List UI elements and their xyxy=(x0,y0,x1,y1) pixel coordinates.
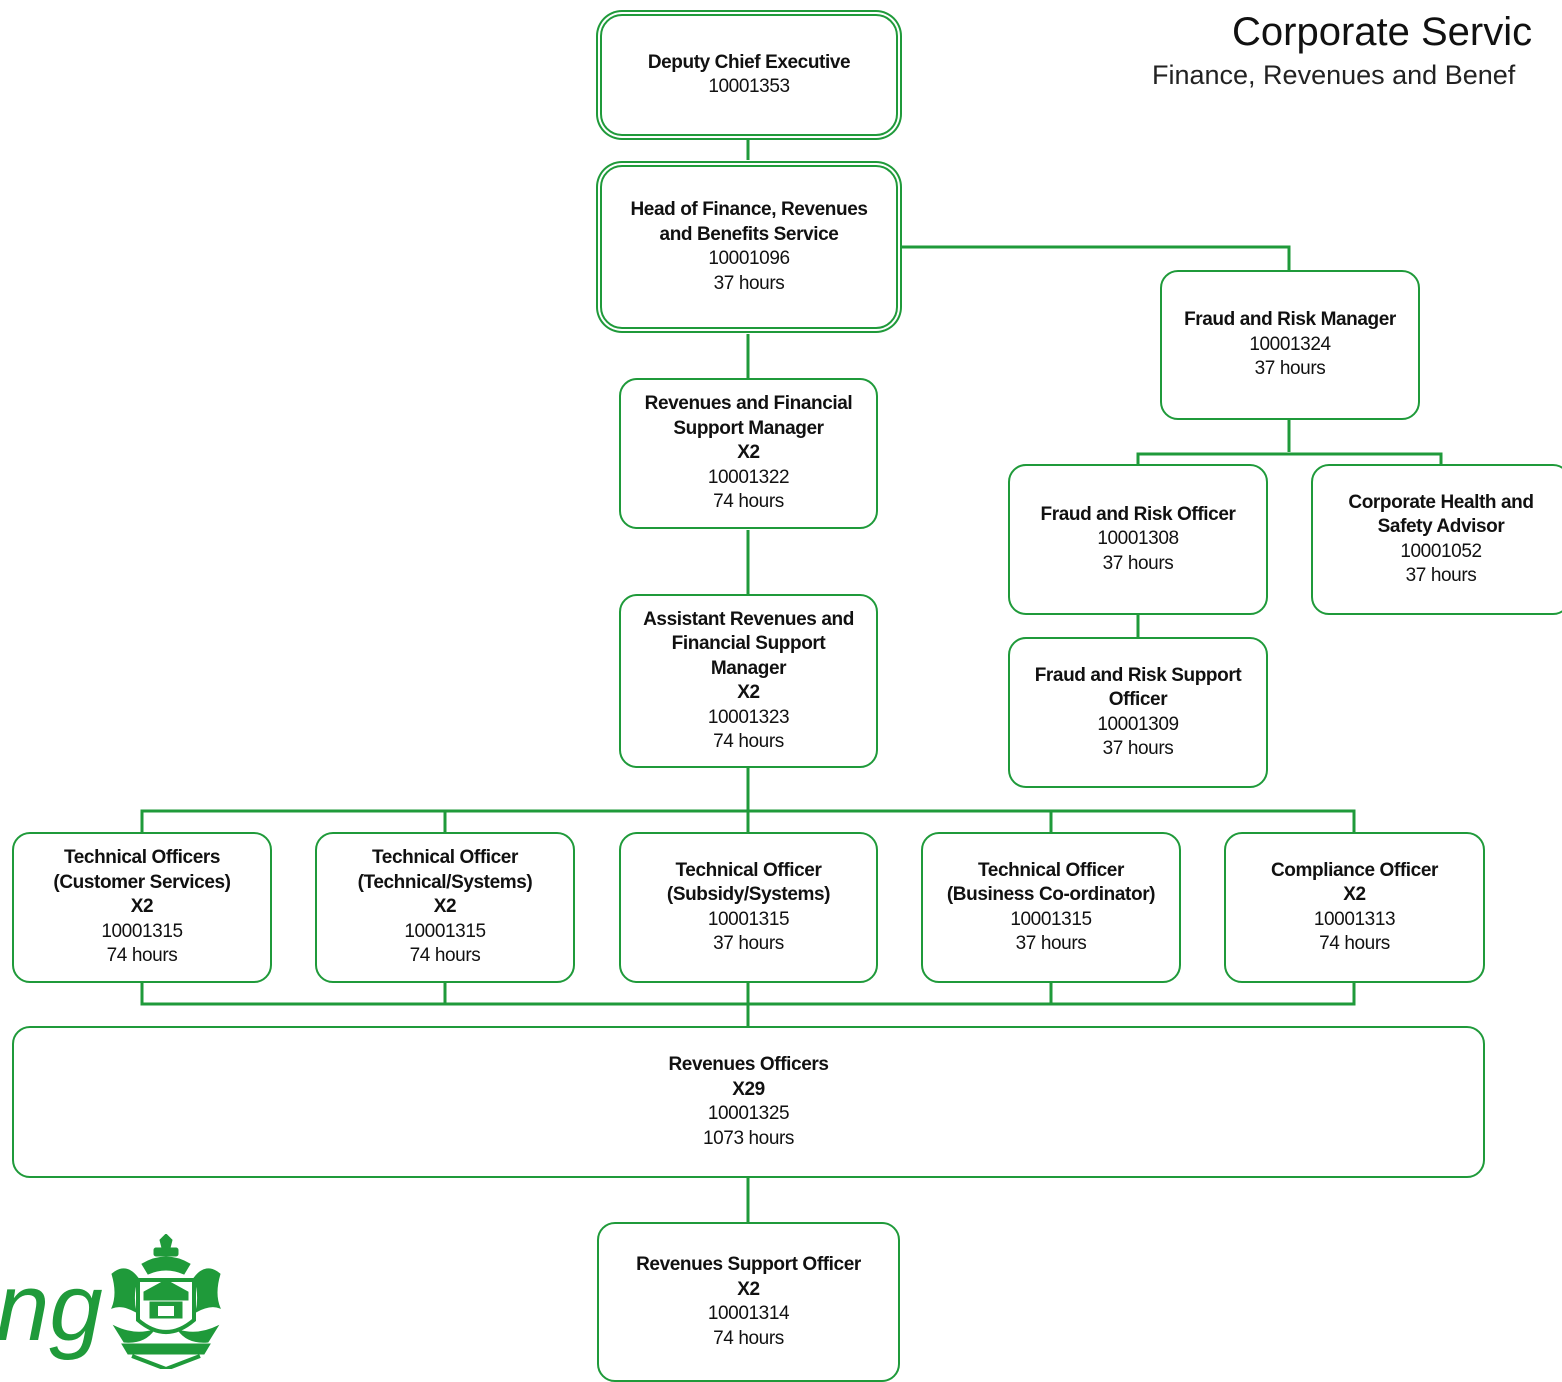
council-crest-icon xyxy=(111,1234,221,1369)
post-number: 10001096 xyxy=(708,248,790,269)
role-title-line-2: (Customer Services) xyxy=(53,871,231,893)
hours: 37 hours xyxy=(1015,933,1087,954)
role-title-line-1: Assistant Revenues and xyxy=(643,608,854,630)
hours: 1073 hours xyxy=(702,1127,795,1149)
post-number: 10001315 xyxy=(1010,908,1092,930)
org-box-assistant-revenues-manager: Assistant Revenues and Financial Support… xyxy=(619,594,878,768)
org-box-technical-officer-business-coordinator: Technical Officer (Business Co-ordinator… xyxy=(921,832,1181,983)
post-number: 10001323 xyxy=(707,706,790,728)
role-title-line-1: Revenues and Financial xyxy=(644,393,853,415)
role-title: Fraud and Risk Manager xyxy=(1184,309,1396,331)
org-box-revenues-officers: Revenues Officers X29 10001325 1073 hour… xyxy=(12,1026,1485,1178)
role-title: Revenues Support Officer xyxy=(636,1254,861,1275)
headcount: X2 xyxy=(737,682,760,703)
role-title: Fraud and Risk Officer xyxy=(1040,503,1236,525)
org-box-head-of-finance: Head of Finance, Revenues and Benefits S… xyxy=(600,165,898,329)
post-number: 10001313 xyxy=(1313,908,1396,930)
hours: 74 hours xyxy=(713,731,784,752)
post-number: 10001309 xyxy=(1097,713,1179,735)
post-number: 10001308 xyxy=(1097,528,1179,550)
org-box-technical-officer-subsidy-systems: Technical Officer (Subsidy/Systems) 1000… xyxy=(619,832,878,983)
org-box-technical-officer-technical-systems: Technical Officer (Technical/Systems) X2… xyxy=(315,832,575,983)
hours: 37 hours xyxy=(713,933,784,954)
role-title-line-2: Officer xyxy=(1108,689,1168,710)
headcount: X2 xyxy=(1343,884,1366,905)
hours: 37 hours xyxy=(1254,358,1326,380)
post-number: 10001315 xyxy=(404,920,486,942)
role-title-line-1: Corporate Health and xyxy=(1348,491,1534,513)
role-title: Revenues Officers xyxy=(668,1054,829,1075)
council-logo-text: ng xyxy=(0,1254,103,1361)
post-number: 10001324 xyxy=(1249,333,1331,355)
role-title-line-1: Technical Officer xyxy=(978,859,1124,881)
page-subtitle: Finance, Revenues and Benef xyxy=(1152,60,1516,90)
org-box-fraud-risk-officer: Fraud and Risk Officer 10001308 37 hours xyxy=(1008,464,1268,615)
role-title-line-2: (Technical/Systems) xyxy=(357,871,533,893)
role-title-line-2: (Business Co-ordinator) xyxy=(946,884,1156,905)
post-number: 10001315 xyxy=(101,920,183,942)
headcount: X2 xyxy=(433,896,457,918)
post-number: 10001353 xyxy=(708,76,790,97)
hours: 37 hours xyxy=(1102,738,1174,759)
role-title-line-2: and Benefits Service xyxy=(659,223,839,245)
role-title-line-1: Fraud and Risk Support xyxy=(1034,664,1242,686)
org-box-revenues-support-officer: Revenues Support Officer X2 10001314 74 … xyxy=(597,1222,900,1382)
hours: 74 hours xyxy=(1319,933,1390,954)
hours: 37 hours xyxy=(1102,552,1174,574)
headcount: X2 xyxy=(130,896,154,918)
hours: 37 hours xyxy=(713,272,785,294)
role-title-line-2: Financial Support xyxy=(671,633,826,654)
hours: 74 hours xyxy=(713,1327,784,1349)
role-title-line-2: Safety Advisor xyxy=(1377,516,1505,537)
role-title-line-1: Technical Officer xyxy=(675,859,822,881)
role-title-line-3: Manager xyxy=(710,657,787,679)
role-title: Compliance Officer xyxy=(1270,859,1438,881)
org-box-deputy-chief-executive: Deputy Chief Executive 10001353 xyxy=(600,14,898,136)
role-title-line-1: Technical Officer xyxy=(372,847,518,869)
hours: 74 hours xyxy=(713,491,784,513)
post-number: 10001052 xyxy=(1400,540,1482,562)
org-box-health-safety-advisor: Corporate Health and Safety Advisor 1000… xyxy=(1311,464,1562,615)
headcount: X2 xyxy=(737,442,760,464)
role-title-line-1: Technical Officers xyxy=(63,847,221,869)
org-box-technical-officers-customer-services: Technical Officers (Customer Services) X… xyxy=(12,832,272,983)
org-box-compliance-officer: Compliance Officer X2 10001313 74 hours xyxy=(1224,832,1485,983)
post-number: 10001322 xyxy=(707,466,790,488)
page-title: Corporate Servic xyxy=(1232,10,1533,54)
org-box-revenues-financial-support-manager: Revenues and Financial Support Manager X… xyxy=(619,378,878,529)
headcount: X29 xyxy=(732,1078,765,1100)
post-number: 10001315 xyxy=(707,908,790,930)
headcount: X2 xyxy=(737,1278,760,1300)
hours: 37 hours xyxy=(1405,565,1477,586)
role-title: Deputy Chief Executive xyxy=(647,51,851,73)
role-title-line-1: Head of Finance, Revenues xyxy=(630,199,868,220)
org-box-fraud-risk-manager: Fraud and Risk Manager 10001324 37 hours xyxy=(1160,270,1420,420)
role-title-line-2: (Subsidy/Systems) xyxy=(666,884,831,905)
org-box-fraud-risk-support-officer: Fraud and Risk Support Officer 10001309 … xyxy=(1008,637,1268,788)
post-number: 10001314 xyxy=(707,1303,790,1324)
post-number: 10001325 xyxy=(707,1103,790,1124)
hours: 74 hours xyxy=(409,945,481,967)
role-title-line-2: Support Manager xyxy=(673,417,824,439)
hours: 74 hours xyxy=(106,945,178,967)
